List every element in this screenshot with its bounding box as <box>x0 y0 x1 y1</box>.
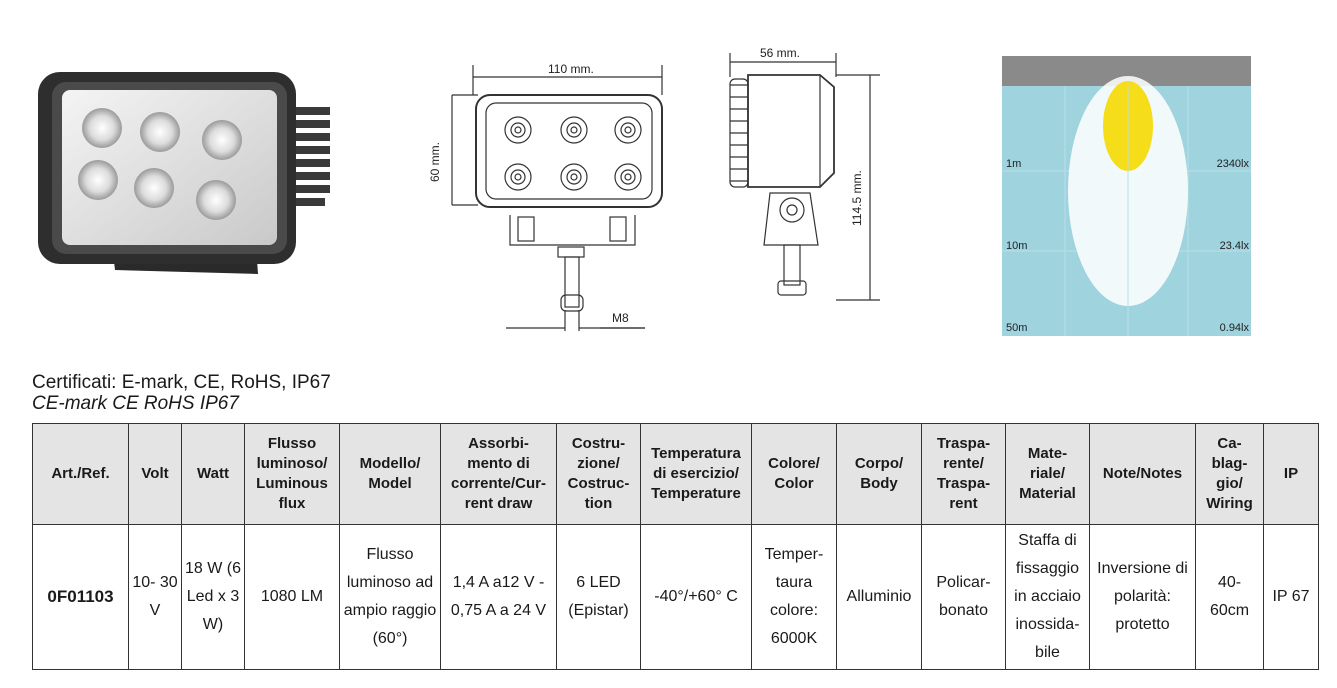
header-cell: Art./Ref. <box>32 423 129 525</box>
spec-table: Art./Ref. Volt Watt Flusso luminoso/ Lum… <box>32 423 1319 670</box>
header-cell: Flusso luminoso/ Luminous flux <box>244 423 340 525</box>
depth-dimension-label: 56 mm. <box>760 46 801 60</box>
header-cell: Note/Notes <box>1089 423 1196 525</box>
header-cell: Mate- riale/ Material <box>1005 423 1090 525</box>
front-view-drawing <box>451 65 663 331</box>
header-cell: Ca- blag- gio/ Wiring <box>1195 423 1264 525</box>
article-ref-cell: 0F01103 <box>32 524 129 670</box>
header-cell: Corpo/ Body <box>836 423 922 525</box>
distance-label-50m: 50m <box>1006 322 1028 334</box>
width-dimension-label: 110 mm. <box>548 62 594 76</box>
table-cell: Policar- bonato <box>921 524 1006 670</box>
certifications: Certificati: E-mark, CE, RoHS, IP67 CE-m… <box>32 372 331 414</box>
product-photo <box>38 72 330 274</box>
table-cell: Temper- taura colore: 6000K <box>751 524 837 670</box>
side-view-drawing <box>729 53 880 301</box>
header-cell: Volt <box>128 423 182 525</box>
bolt-size-label: M8 <box>612 311 629 325</box>
table-cell: 1,4 A a12 V - 0,75 A a 24 V <box>440 524 557 670</box>
header-cell: Costru- zione/ Costruc- tion <box>556 423 641 525</box>
total-height-dimension-label: 114.5 mm. <box>850 170 864 226</box>
lux-label-50m: 0.94lx <box>1219 322 1249 334</box>
height-dimension-label: 60 mm. <box>428 141 442 182</box>
lux-label-1m: 2340lx <box>1216 158 1249 170</box>
distance-label-10m: 10m <box>1006 240 1028 252</box>
header-cell: IP <box>1263 423 1319 525</box>
header-cell: Traspa- rente/ Traspa- rent <box>921 423 1006 525</box>
table-cell: Inversione di polarità: protetto <box>1089 524 1196 670</box>
table-cell: 18 W (6 Led x 3 W) <box>181 524 245 670</box>
table-row: 0F01103 10- 30 V 18 W (6 Led x 3 W) 1080… <box>32 524 1319 670</box>
header-cell: Modello/ Model <box>339 423 441 525</box>
table-cell: Staffa di fissaggio in acciaio inossida-… <box>1005 524 1090 670</box>
certifications-line: Certificati: E-mark, CE, RoHS, IP67 <box>32 372 331 393</box>
distance-label-1m: 1m <box>1006 158 1022 170</box>
light-distribution-chart: 1m 2340lx 10m 23.4lx 50m 0.94lx <box>1002 56 1251 336</box>
table-cell: 6 LED (Epistar) <box>556 524 641 670</box>
table-cell: IP 67 <box>1263 524 1319 670</box>
table-cell: Alluminio <box>836 524 922 670</box>
header-cell: Temperatura di esercizio/ Temperature <box>640 423 752 525</box>
lux-label-10m: 23.4lx <box>1219 240 1249 252</box>
table-cell: 40- 60cm <box>1195 524 1264 670</box>
table-cell: Flusso luminoso ad ampio raggio (60°) <box>339 524 441 670</box>
table-cell: 10- 30 V <box>128 524 182 670</box>
certifications-line-english: CE-mark CE RoHS IP67 <box>32 393 239 414</box>
table-cell: 1080 LM <box>244 524 340 670</box>
table-header-row: Art./Ref. Volt Watt Flusso luminoso/ Lum… <box>32 423 1319 525</box>
led-array <box>78 108 242 220</box>
header-cell: Colore/ Color <box>751 423 837 525</box>
header-cell: Assorbi- mento di corrente/Cur- rent dra… <box>440 423 557 525</box>
header-cell: Watt <box>181 423 245 525</box>
table-cell: -40°/+60° C <box>640 524 752 670</box>
